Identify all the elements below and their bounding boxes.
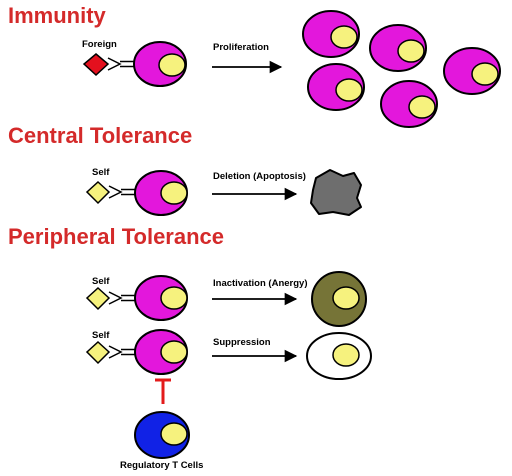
self-antigen xyxy=(85,340,111,365)
deletion-label: Deletion (Apoptosis) xyxy=(213,171,306,182)
t-cell xyxy=(134,275,188,321)
proliferated-t-cell xyxy=(380,80,438,128)
self-label-suppression: Self xyxy=(92,330,110,341)
self-antigen xyxy=(85,180,111,205)
t-cell-receptor xyxy=(107,57,135,71)
regulatory-t-cell xyxy=(134,411,190,459)
immunity-heading: Immunity xyxy=(8,3,107,28)
anergy-label: Inactivation (Anergy) xyxy=(213,278,308,289)
peripheral-tolerance-heading: Peripheral Tolerance xyxy=(8,224,224,249)
t-cell-receptor xyxy=(108,185,136,199)
suppression-label: Suppression xyxy=(213,337,271,348)
proliferated-t-cell xyxy=(307,63,365,111)
proliferated-t-cell xyxy=(302,10,360,58)
self-label-central: Self xyxy=(92,167,110,178)
t-cell xyxy=(134,329,188,375)
t-cell xyxy=(134,170,188,216)
apoptotic-cell xyxy=(310,169,362,216)
proliferated-t-cell xyxy=(443,47,501,95)
proliferation-label: Proliferation xyxy=(213,42,269,53)
self-antigen xyxy=(85,286,111,311)
t-cell-receptor xyxy=(108,345,136,359)
anergic-cell xyxy=(311,271,367,327)
foreign-antigen xyxy=(82,53,110,77)
self-label-anergy: Self xyxy=(92,276,110,287)
proliferated-t-cell xyxy=(369,24,427,72)
suppressed-cell xyxy=(306,332,372,380)
inhibition-bar xyxy=(155,378,171,404)
foreign-label: Foreign xyxy=(82,39,117,50)
t-cell xyxy=(133,41,187,87)
regulatory-t-cells-label: Regulatory T Cells xyxy=(120,460,203,471)
t-cell-receptor xyxy=(108,291,136,305)
central-tolerance-heading: Central Tolerance xyxy=(8,123,192,148)
